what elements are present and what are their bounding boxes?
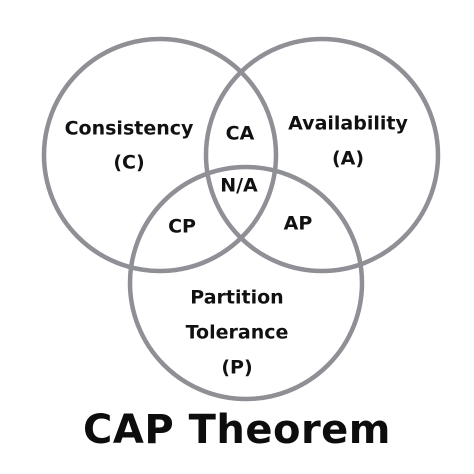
cp-intersection-label: CP bbox=[168, 216, 196, 238]
partition-tolerance-circle bbox=[127, 164, 365, 402]
ca-intersection-label: CA bbox=[226, 123, 255, 145]
availability-abbr: (A) bbox=[332, 148, 364, 170]
page-title: CAP Theorem bbox=[83, 407, 391, 453]
ap-intersection-label: AP bbox=[284, 213, 313, 235]
partition-abbr: (P) bbox=[221, 357, 252, 379]
partition-label-line2: Tolerance bbox=[186, 322, 289, 344]
consistency-circle bbox=[41, 36, 279, 274]
availability-label: Availability bbox=[288, 113, 408, 135]
consistency-abbr: (C) bbox=[113, 152, 144, 174]
availability-circle bbox=[203, 36, 441, 274]
consistency-label: Consistency bbox=[65, 118, 194, 140]
partition-label-line1: Partition bbox=[190, 287, 283, 309]
na-center-label: N/A bbox=[220, 175, 258, 197]
